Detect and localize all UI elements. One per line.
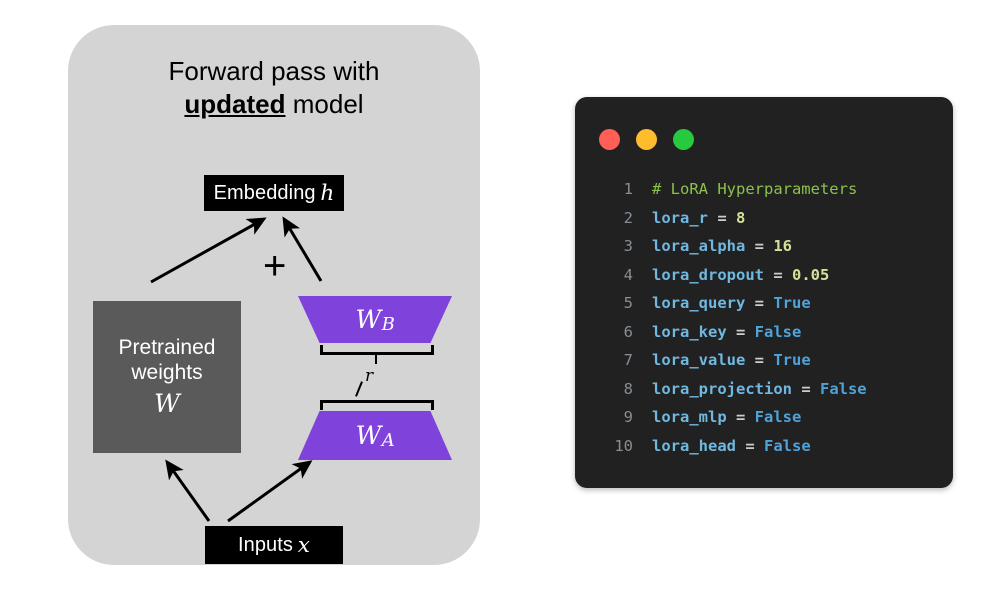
code-line-text: lora_key = False	[652, 318, 801, 347]
matrix-wb-subscript: B	[381, 313, 395, 335]
code-line-text: lora_projection = False	[652, 375, 867, 404]
pretrained-line-2: weights	[131, 361, 203, 385]
code-token: =	[708, 208, 736, 227]
code-token: 0.05	[791, 265, 830, 284]
code-token: lora_value	[652, 351, 746, 369]
code-line: 6 lora_key = False	[599, 318, 939, 347]
embedding-label: Embedding	[213, 181, 316, 204]
code-token: False	[754, 408, 802, 426]
line-number: 5	[623, 294, 633, 312]
pretrained-symbol: W	[154, 388, 180, 418]
inputs-label: Inputs	[237, 533, 294, 556]
line-number: 1	[623, 180, 633, 198]
code-token: 16	[773, 237, 792, 255]
code-line: 9 lora_mlp = False	[599, 403, 939, 432]
line-number: 4	[623, 265, 633, 284]
embedding-symbol: h	[320, 180, 335, 206]
code-line: 4 lora_dropout = 0.05	[599, 261, 939, 290]
code-token: =	[791, 379, 820, 398]
code-token: =	[763, 265, 792, 284]
code-line: 8 lora_projection = False	[599, 375, 939, 404]
line-number: 8	[623, 379, 633, 398]
code-line-text: lora_mlp = False	[652, 403, 801, 432]
code-token: True	[773, 294, 811, 312]
code-token: lora_head	[652, 436, 736, 455]
code-line: 3 lora_alpha = 16	[599, 232, 939, 261]
matrix-wb-label: W	[355, 305, 382, 334]
code-line: 7 lora_value = True	[599, 346, 939, 375]
close-icon[interactable]	[599, 129, 620, 150]
rank-tick-lower	[355, 381, 363, 397]
diagram-title: Forward pass with updated model	[68, 55, 480, 122]
code-line-text: lora_dropout = 0.05	[652, 261, 829, 290]
code-line-text: lora_value = True	[652, 346, 811, 375]
code-token: lora_dropout	[652, 265, 764, 284]
pretrained-weights-box: Pretrained weights W	[93, 301, 241, 453]
code-line-text: lora_head = False	[652, 432, 811, 461]
code-line: 5 lora_query = True	[599, 289, 939, 318]
code-token: lora_query	[652, 294, 746, 312]
lora-diagram-panel: Forward pass with updated model Embeddin…	[68, 25, 480, 565]
code-editor[interactable]: 1 # LoRA Hyperparameters 2 lora_r = 8 3 lora_…	[599, 175, 939, 460]
line-number: 10	[614, 436, 633, 455]
diagram-title-suffix: model	[292, 89, 364, 120]
code-token: =	[726, 408, 755, 426]
code-token: True	[773, 351, 811, 369]
code-token: =	[745, 351, 774, 369]
line-number: 6	[623, 322, 633, 341]
code-token: False	[754, 322, 802, 341]
code-line-text: lora_r = 8	[652, 204, 745, 233]
minimize-icon[interactable]	[636, 129, 657, 150]
rank-tick-upper	[375, 353, 377, 364]
line-number: 3	[623, 237, 633, 255]
terminal-titlebar	[599, 129, 694, 150]
code-line: 1 # LoRA Hyperparameters	[599, 175, 939, 204]
line-number: 2	[623, 208, 633, 227]
line-number: 7	[623, 351, 633, 369]
code-token: 8	[736, 208, 746, 227]
code-token: lora_r	[652, 208, 708, 227]
matrix-wa-label: W	[355, 421, 382, 450]
code-token: False	[764, 436, 811, 455]
code-line-text: lora_alpha = 16	[652, 232, 792, 261]
pretrained-line-1: Pretrained	[118, 335, 216, 359]
code-token: False	[819, 379, 867, 398]
code-token: =	[726, 322, 755, 341]
diagram-title-prefix: Forward pass with	[168, 56, 380, 86]
code-line-text: # LoRA Hyperparameters	[652, 175, 857, 204]
maximize-icon[interactable]	[673, 129, 694, 150]
code-token: # LoRA Hyperparameters	[652, 180, 858, 198]
code-token: =	[745, 237, 774, 255]
code-line: 10 lora_head = False	[599, 432, 939, 461]
diagram-title-highlight: updated	[184, 89, 286, 120]
code-line: 2 lora_r = 8	[599, 204, 939, 233]
terminal-window: 1 # LoRA Hyperparameters 2 lora_r = 8 3 lora_…	[575, 97, 953, 488]
plus-sign: +	[263, 244, 287, 288]
code-token: =	[745, 294, 774, 312]
code-token: lora_alpha	[652, 237, 746, 255]
code-token: =	[736, 436, 764, 455]
line-number: 9	[623, 408, 633, 426]
rank-bracket-bottom	[320, 400, 434, 410]
code-line-text: lora_query = True	[652, 289, 811, 318]
inputs-symbol: x	[297, 532, 311, 558]
code-token: lora_projection	[652, 379, 792, 398]
matrix-wa-subscript: A	[381, 429, 395, 451]
code-token: lora_mlp	[652, 408, 727, 426]
code-token: lora_key	[652, 322, 727, 341]
rank-label: r	[365, 366, 374, 386]
rank-bracket-top	[320, 345, 434, 355]
